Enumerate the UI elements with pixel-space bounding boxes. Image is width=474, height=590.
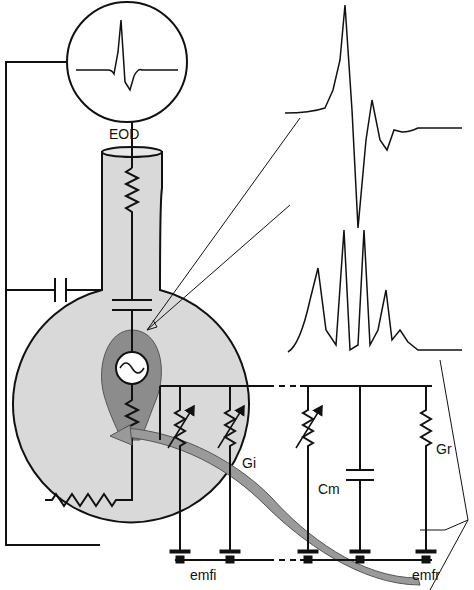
- conductance-label: Gi: [242, 456, 256, 470]
- emf-label: emfi: [190, 568, 216, 582]
- capacitance-label: Cm: [318, 482, 340, 496]
- conductance-label: Gr: [436, 442, 452, 456]
- emf-label: emfr: [412, 568, 440, 582]
- display-label: EOD: [109, 127, 139, 141]
